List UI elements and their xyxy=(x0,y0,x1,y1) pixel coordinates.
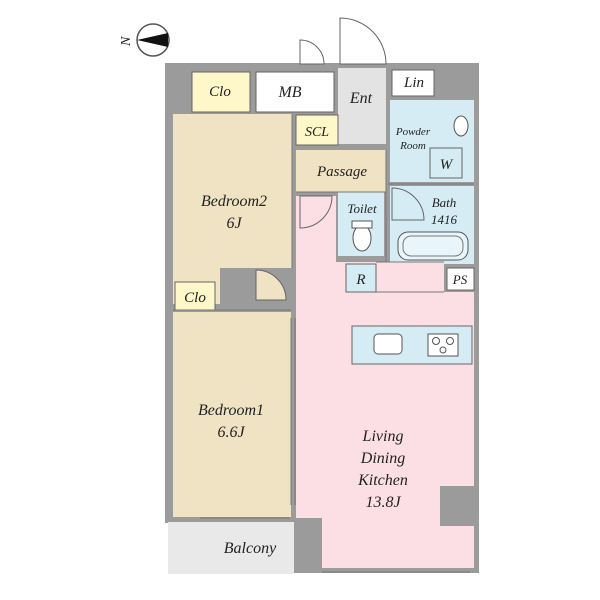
burner-icon xyxy=(432,337,440,345)
bath-name: Bath xyxy=(432,195,457,210)
structural-column xyxy=(440,486,478,526)
compass-north-label: N xyxy=(119,36,134,47)
bedroom2-size: 6J xyxy=(226,215,242,232)
closet-top-label: Clo xyxy=(209,84,231,100)
bath-door xyxy=(391,187,425,221)
meter-box xyxy=(255,71,335,113)
bedroom1-name: Bedroom1 xyxy=(198,402,264,419)
linen-label: Lin xyxy=(403,75,424,91)
bedroom1-door xyxy=(255,269,287,301)
bathtub-inner xyxy=(402,235,464,257)
ldk-label-1: Living xyxy=(362,428,404,445)
ldk-size: 13.8J xyxy=(365,494,401,511)
powder-room-label-1: Powder xyxy=(395,126,431,138)
balcony-label: Balcony xyxy=(224,540,277,557)
bedroom-2 xyxy=(173,114,292,304)
refrigerator-space xyxy=(345,263,377,293)
shoe-closet xyxy=(295,114,339,146)
meter-box-label: MB xyxy=(277,84,301,101)
entrance xyxy=(338,68,386,144)
powder-room-label-2: Room xyxy=(399,140,426,152)
bedroom1-size: 6.6J xyxy=(217,424,245,441)
passage xyxy=(296,150,386,192)
compass: N xyxy=(119,23,170,57)
entrance-door xyxy=(339,17,387,65)
bedroom2-name: Bedroom2 xyxy=(201,193,267,210)
ldk-label-2: Dining xyxy=(360,450,405,467)
closet-door xyxy=(299,39,325,65)
toilet-bowl-icon xyxy=(352,224,372,252)
living-dining-kitchen xyxy=(296,196,474,568)
washer-space xyxy=(429,147,463,179)
balcony xyxy=(168,522,294,574)
toilet-door xyxy=(299,195,333,229)
burner-icon xyxy=(439,346,447,354)
closet-bottom xyxy=(174,281,216,311)
refrigerator-label: R xyxy=(355,272,365,288)
burner-icon xyxy=(446,337,454,345)
washbasin-icon xyxy=(453,115,469,137)
compass-arrow-icon xyxy=(137,33,168,47)
toilet-tank-icon xyxy=(351,220,373,229)
shoe-closet-label: SCL xyxy=(305,125,329,140)
closet-top xyxy=(191,71,251,113)
pipe-space-label: PS xyxy=(452,272,468,287)
pipe-space xyxy=(446,267,475,291)
closet-bottom-label: Clo xyxy=(184,290,206,306)
ldk-label-3: Kitchen xyxy=(357,472,408,489)
door-swings xyxy=(255,17,425,301)
sink-icon xyxy=(373,333,403,355)
linen-closet xyxy=(391,69,435,97)
entrance-label: Ent xyxy=(349,90,373,107)
toilet-label: Toilet xyxy=(347,201,377,216)
washer-label: W xyxy=(440,157,454,173)
bedroom-1 xyxy=(173,312,291,517)
interior-walls xyxy=(173,114,474,573)
bath-size: 1416 xyxy=(431,212,458,227)
stove-icon xyxy=(427,333,459,357)
bathtub-icon xyxy=(397,231,469,261)
passage-label: Passage xyxy=(316,164,367,180)
